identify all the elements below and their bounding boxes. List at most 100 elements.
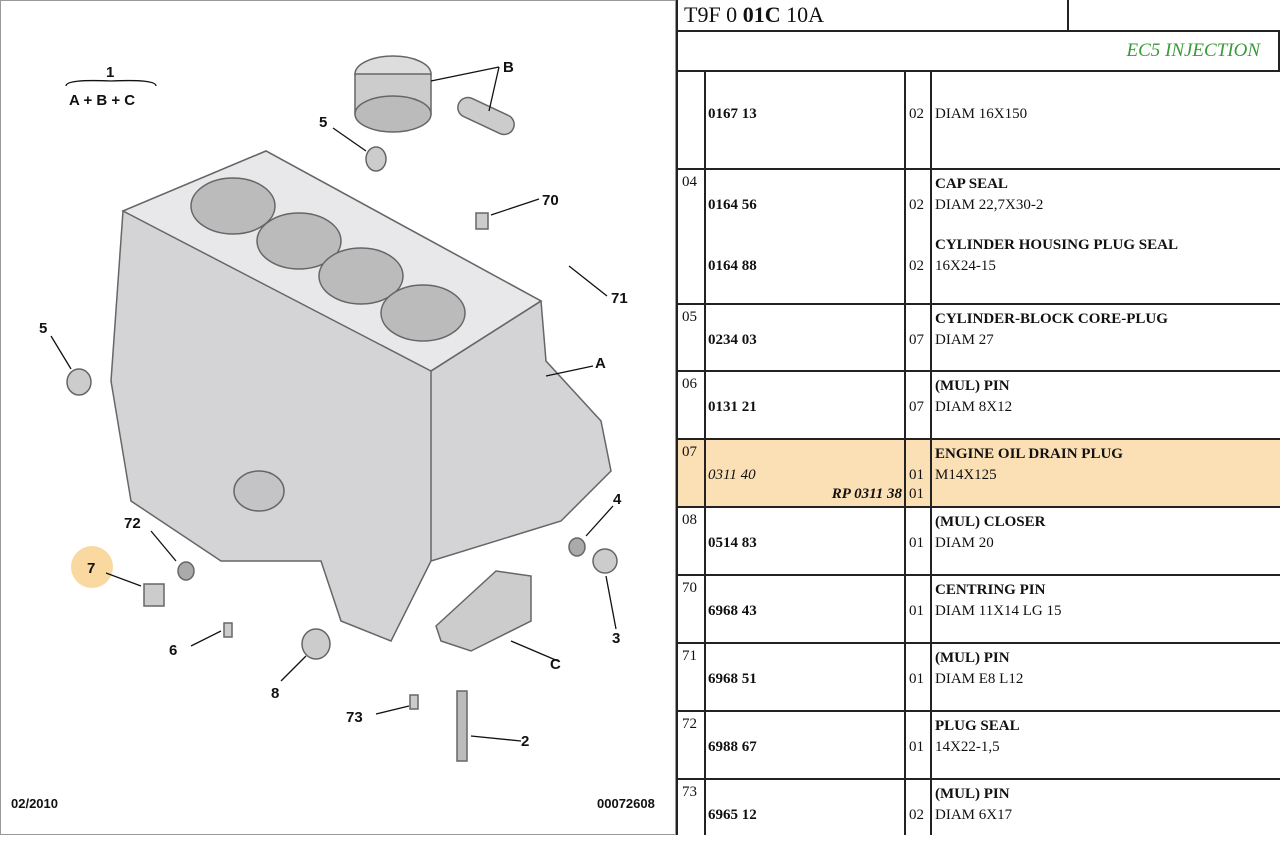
replacement-part[interactable]: RP 0311 38 (831, 486, 902, 502)
table-row[interactable]: 71 6968 51 01 (MUL) PIN DIAM E8 L12 (678, 644, 1280, 712)
part-title: CYLINDER-BLOCK CORE-PLUG (935, 311, 1168, 327)
catalog-code: T9F 0 01C 10A (678, 0, 1280, 32)
label-group-formula: A + B + C (69, 92, 135, 109)
part-number[interactable]: 0514 83 (708, 535, 757, 551)
part-title: ENGINE OIL DRAIN PLUG (935, 446, 1123, 462)
qty-cell: 01 (906, 440, 932, 506)
row-number: 71 (678, 644, 706, 710)
part-number[interactable]: 0234 03 (708, 332, 757, 348)
part-number[interactable]: 0164 56 (708, 197, 757, 213)
part-cell: 0514 83 (706, 508, 906, 574)
table-row[interactable]: 05 0234 03 07 CYLINDER-BLOCK CORE-PLUG D… (678, 305, 1280, 372)
quantity: 01 (909, 535, 924, 551)
part-number[interactable]: 6988 67 (708, 739, 757, 755)
part-description: DIAM 22,7X30-2 (935, 197, 1044, 213)
part-description: DIAM E8 L12 (935, 671, 1024, 687)
part-cell: 0131 21 (706, 372, 906, 438)
parts-list-panel: T9F 0 01C 10A EC5 INJECTION 0167 13 02 D… (676, 0, 1280, 835)
quantity: 01 (909, 467, 924, 483)
row-number: 73 (678, 780, 706, 835)
code-prefix: T9F 0 (684, 2, 743, 27)
part-number[interactable]: 6968 43 (708, 603, 757, 619)
table-row[interactable]: 08 0514 83 01 (MUL) CLOSER DIAM 20 (678, 508, 1280, 576)
table-row[interactable]: 0167 13 02 DIAM 16X150 (678, 72, 1280, 170)
label-73: 73 (346, 709, 363, 726)
part-number[interactable]: 0311 40 (708, 467, 756, 483)
part-cell: 6965 12 (706, 780, 906, 835)
part-number[interactable]: 0131 21 (708, 399, 757, 415)
row-number: 05 (678, 305, 706, 370)
label-5: 5 (319, 114, 327, 131)
part-number[interactable]: 6968 51 (708, 671, 757, 687)
desc-cell: ENGINE OIL DRAIN PLUG M14X125 (932, 440, 1280, 506)
table-row[interactable]: 70 6968 43 01 CENTRING PIN DIAM 11X14 LG… (678, 576, 1280, 644)
qty-cell: 01 (906, 508, 932, 574)
code-suffix: 10A (780, 2, 824, 27)
label-3: 3 (612, 630, 620, 647)
qty-cell: 01 (906, 576, 932, 642)
part-title: (MUL) PIN (935, 378, 1010, 394)
qty-cell: 02 (906, 72, 932, 168)
label-2: 2 (521, 733, 529, 750)
part-cell: 0167 13 (706, 72, 906, 168)
part-description: DIAM 27 (935, 332, 994, 348)
desc-cell: CYLINDER-BLOCK CORE-PLUG DIAM 27 (932, 305, 1280, 370)
quantity: 02 (909, 258, 924, 274)
row-number: 70 (678, 576, 706, 642)
row-number: 08 (678, 508, 706, 574)
highlight-marker (71, 546, 113, 588)
label-72: 72 (124, 515, 141, 532)
part-cell: 0311 40 (706, 440, 906, 506)
engine-block-illustration (66, 55, 618, 762)
quantity: 01 (909, 739, 924, 755)
part-cell: 6988 67 (706, 712, 906, 778)
part-title: CENTRING PIN (935, 582, 1046, 598)
header-empty-cell (1067, 0, 1280, 30)
part-number[interactable]: 0167 13 (708, 106, 757, 122)
code-bold: 01C (742, 2, 781, 27)
diagram-date: 02/2010 (11, 796, 58, 811)
qty-cell: 07 (906, 305, 932, 370)
label-71: 71 (611, 290, 628, 307)
quantity: 02 (909, 106, 924, 122)
part-cell: 0234 03 (706, 305, 906, 370)
quantity: 01 (909, 671, 924, 687)
row-number: 06 (678, 372, 706, 438)
label-C: C (550, 656, 561, 673)
part-cell: 6968 51 (706, 644, 906, 710)
quantity: 07 (909, 399, 924, 415)
label-5b: 5 (39, 320, 47, 337)
part-description: DIAM 6X17 (935, 807, 1013, 823)
table-row[interactable]: 72 6988 67 01 PLUG SEAL 14X22-1,5 (678, 712, 1280, 780)
part-number[interactable]: 6965 12 (708, 807, 757, 823)
label-A: A (595, 355, 606, 372)
table-row[interactable]: 06 0131 21 07 (MUL) PIN DIAM 8X12 (678, 372, 1280, 440)
quantity: 07 (909, 332, 924, 348)
part-description: 14X22-1,5 (935, 739, 1000, 755)
part-title: (MUL) PIN (935, 650, 1010, 666)
row-number (678, 72, 706, 168)
desc-cell: (MUL) CLOSER DIAM 20 (932, 508, 1280, 574)
part-title: CYLINDER HOUSING PLUG SEAL (935, 237, 1178, 253)
row-number: 04 (678, 170, 706, 303)
quantity: 01 (909, 603, 924, 619)
callout-lines (50, 66, 617, 742)
table-row[interactable]: 04 0164 56 02 CAP SEAL DIAM 22,7X30-2 016… (678, 170, 1280, 305)
part-number[interactable]: 0164 88 (708, 258, 757, 274)
table-row[interactable]: 07 0311 40 01 ENGINE OIL DRAIN PLUG M14X… (678, 440, 1280, 508)
diagram-ref: 00072608 (597, 796, 655, 811)
engine-subtitle: EC5 INJECTION (678, 32, 1280, 72)
desc-cell: PLUG SEAL 14X22-1,5 (932, 712, 1280, 778)
label-7: 7 (87, 560, 95, 577)
part-cell: 6968 43 (706, 576, 906, 642)
part-description: DIAM 8X12 (935, 399, 1013, 415)
quantity: 02 (909, 197, 924, 213)
quantity: 02 (909, 807, 924, 823)
row-number: 72 (678, 712, 706, 778)
desc-cell: CAP SEAL DIAM 22,7X30-2 (932, 170, 1280, 303)
exploded-diagram: 1 A + B + C B 5 70 71 5 A 4 3 72 7 6 8 7… (0, 0, 676, 835)
table-row[interactable]: 73 6965 12 02 (MUL) PIN DIAM 6X17 (678, 780, 1280, 835)
part-description: 16X24-15 (935, 258, 996, 274)
desc-cell: CENTRING PIN DIAM 11X14 LG 15 (932, 576, 1280, 642)
